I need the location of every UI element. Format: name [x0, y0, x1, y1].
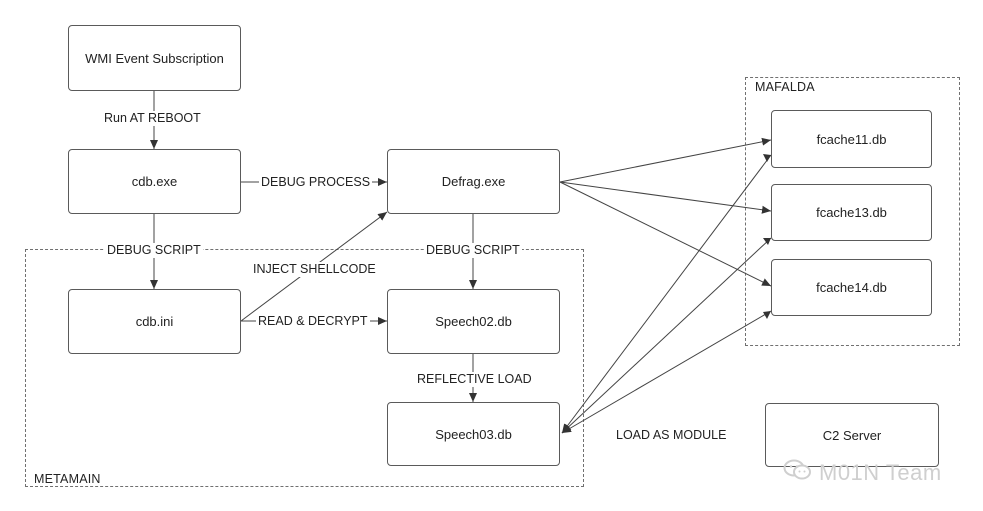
arrowhead-fcache14-in [763, 311, 771, 319]
edge-label-debug-script-right: DEBUG SCRIPT [424, 243, 522, 258]
mafalda-group [745, 77, 960, 346]
edge-label-debug-script-left: DEBUG SCRIPT [105, 243, 203, 258]
node-wmi-event-subscription: WMI Event Subscription [68, 25, 241, 91]
edge-fcache14-to-speech03 [561, 310, 772, 434]
metamain-group [25, 249, 584, 487]
edge-label-read-decrypt: READ & DECRYPT [256, 314, 370, 329]
node-fcache14-db: fcache14.db [771, 259, 932, 316]
node-fcache13-db: fcache13.db [771, 184, 932, 241]
arrowhead-fcache13-in [763, 238, 771, 245]
edge-defrag-to-fcache11 [559, 137, 772, 183]
edge-label-debug-process: DEBUG PROCESS [259, 175, 373, 190]
watermark: M01N Team [783, 458, 942, 487]
node-cdb-exe: cdb.exe [68, 149, 241, 214]
edge-fcache11-to-speech03 [561, 154, 772, 434]
mafalda-group-label: MAFALDA [755, 80, 815, 94]
edge-fcache13-to-speech03 [561, 237, 772, 434]
edge-label-load-as-module: LOAD AS MODULE [614, 428, 729, 443]
node-c2-server: C2 Server [765, 403, 939, 467]
edge-defrag-to-fcache14 [559, 181, 772, 287]
node-cdb-ini: cdb.ini [68, 289, 241, 354]
watermark-text: M01N Team [819, 459, 942, 485]
node-fcache11-db: fcache11.db [771, 110, 932, 168]
edge-label-reflective-load: REFLECTIVE LOAD [415, 372, 534, 387]
arrowhead-fcache11-in [763, 154, 771, 162]
edge-label-inject-shellcode: INJECT SHELLCODE [251, 262, 378, 277]
edge-defrag-to-fcache13 [559, 181, 772, 214]
edge-label-run-at-reboot: Run AT REBOOT [102, 111, 203, 126]
node-speech03-db: Speech03.db [387, 402, 560, 466]
node-speech02-db: Speech02.db [387, 289, 560, 354]
wechat-icon [783, 458, 813, 487]
metamain-group-label: METAMAIN [34, 472, 101, 486]
node-defrag-exe: Defrag.exe [387, 149, 560, 214]
